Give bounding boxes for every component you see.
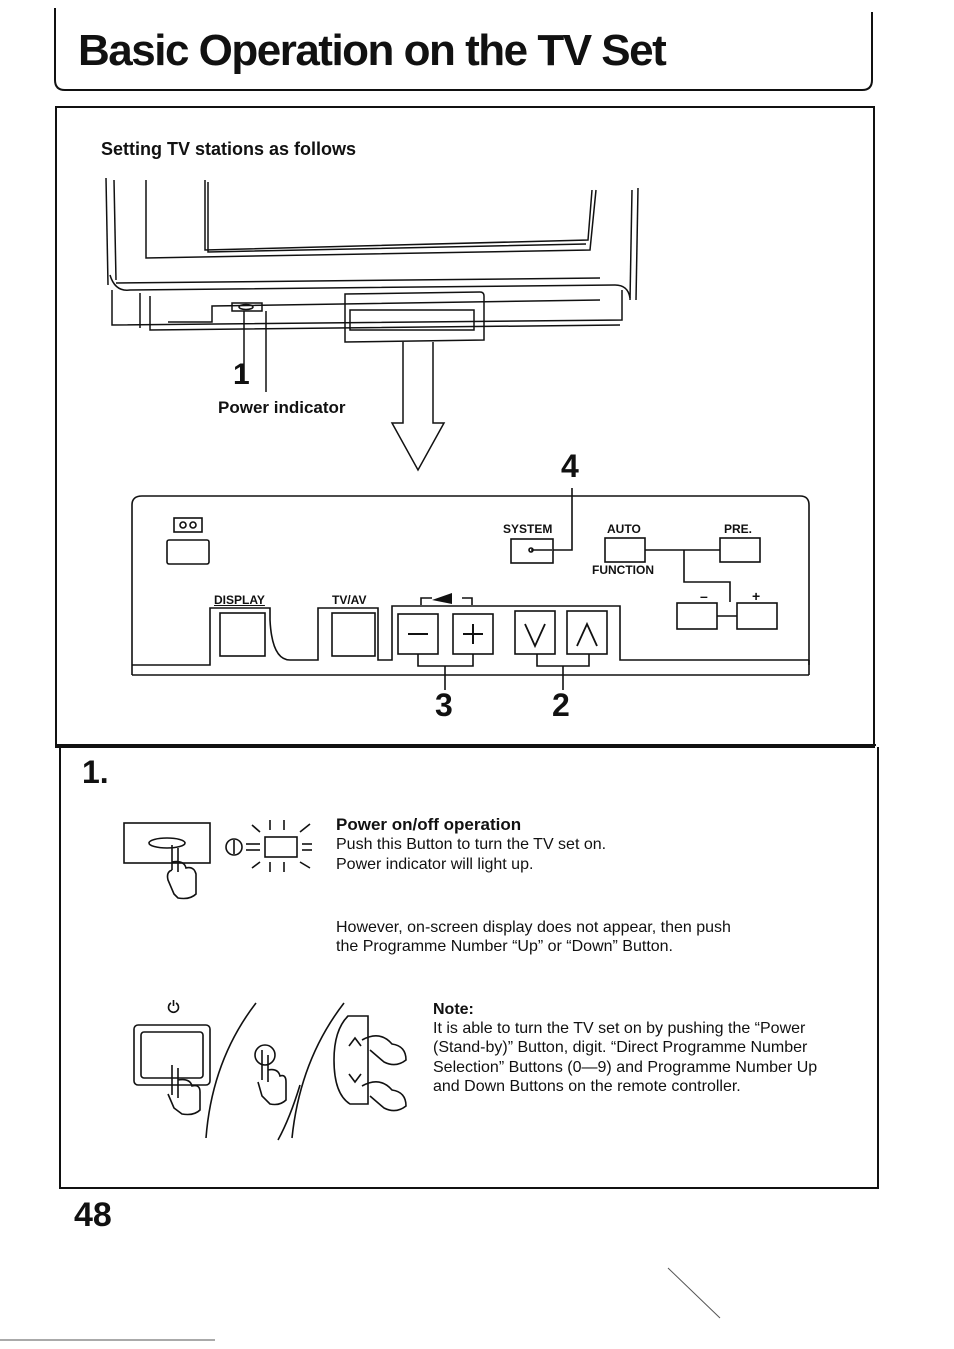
system-label: SYSTEM [503, 522, 553, 536]
minus-label: – [700, 588, 708, 604]
step1-para2-line2: the Programme Number “Up” or “Down” Butt… [336, 938, 673, 955]
step1-heading: Power on/off operation [336, 815, 522, 834]
plus-label: + [752, 588, 761, 604]
step1-para2-line1: However, on-screen display does not appe… [336, 919, 731, 936]
figure-heading: Setting TV stations as follows [101, 139, 357, 159]
note-line1: It is able to turn the TV set on by push… [433, 1020, 806, 1037]
note-line2: (Stand-by)” Button, digit. “Direct Progr… [433, 1039, 808, 1056]
power-indicator-label: Power indicator [218, 398, 346, 417]
step-number: 1. [82, 754, 109, 790]
note-line3: Selection” Buttons (0—9) and Programme N… [433, 1059, 818, 1076]
step1-line2: Power indicator will light up. [336, 856, 534, 873]
note-line4: and Down Buttons on the remote controlle… [433, 1078, 741, 1095]
tvav-label: TV/AV [332, 593, 367, 607]
page-number: 48 [74, 1196, 112, 1234]
display-label: DISPLAY [214, 593, 265, 607]
pre-label: PRE. [724, 522, 753, 536]
callout-2: 2 [552, 687, 570, 723]
note-label: Note: [433, 1001, 474, 1018]
function-label: FUNCTION [592, 563, 654, 577]
callout-3: 3 [435, 687, 453, 723]
auto-label: AUTO [607, 522, 641, 536]
callout-4: 4 [561, 448, 579, 484]
page-title: Basic Operation on the TV Set [78, 26, 667, 75]
step1-line1: Push this Button to turn the TV set on. [336, 836, 607, 853]
callout-1: 1 [233, 358, 250, 391]
